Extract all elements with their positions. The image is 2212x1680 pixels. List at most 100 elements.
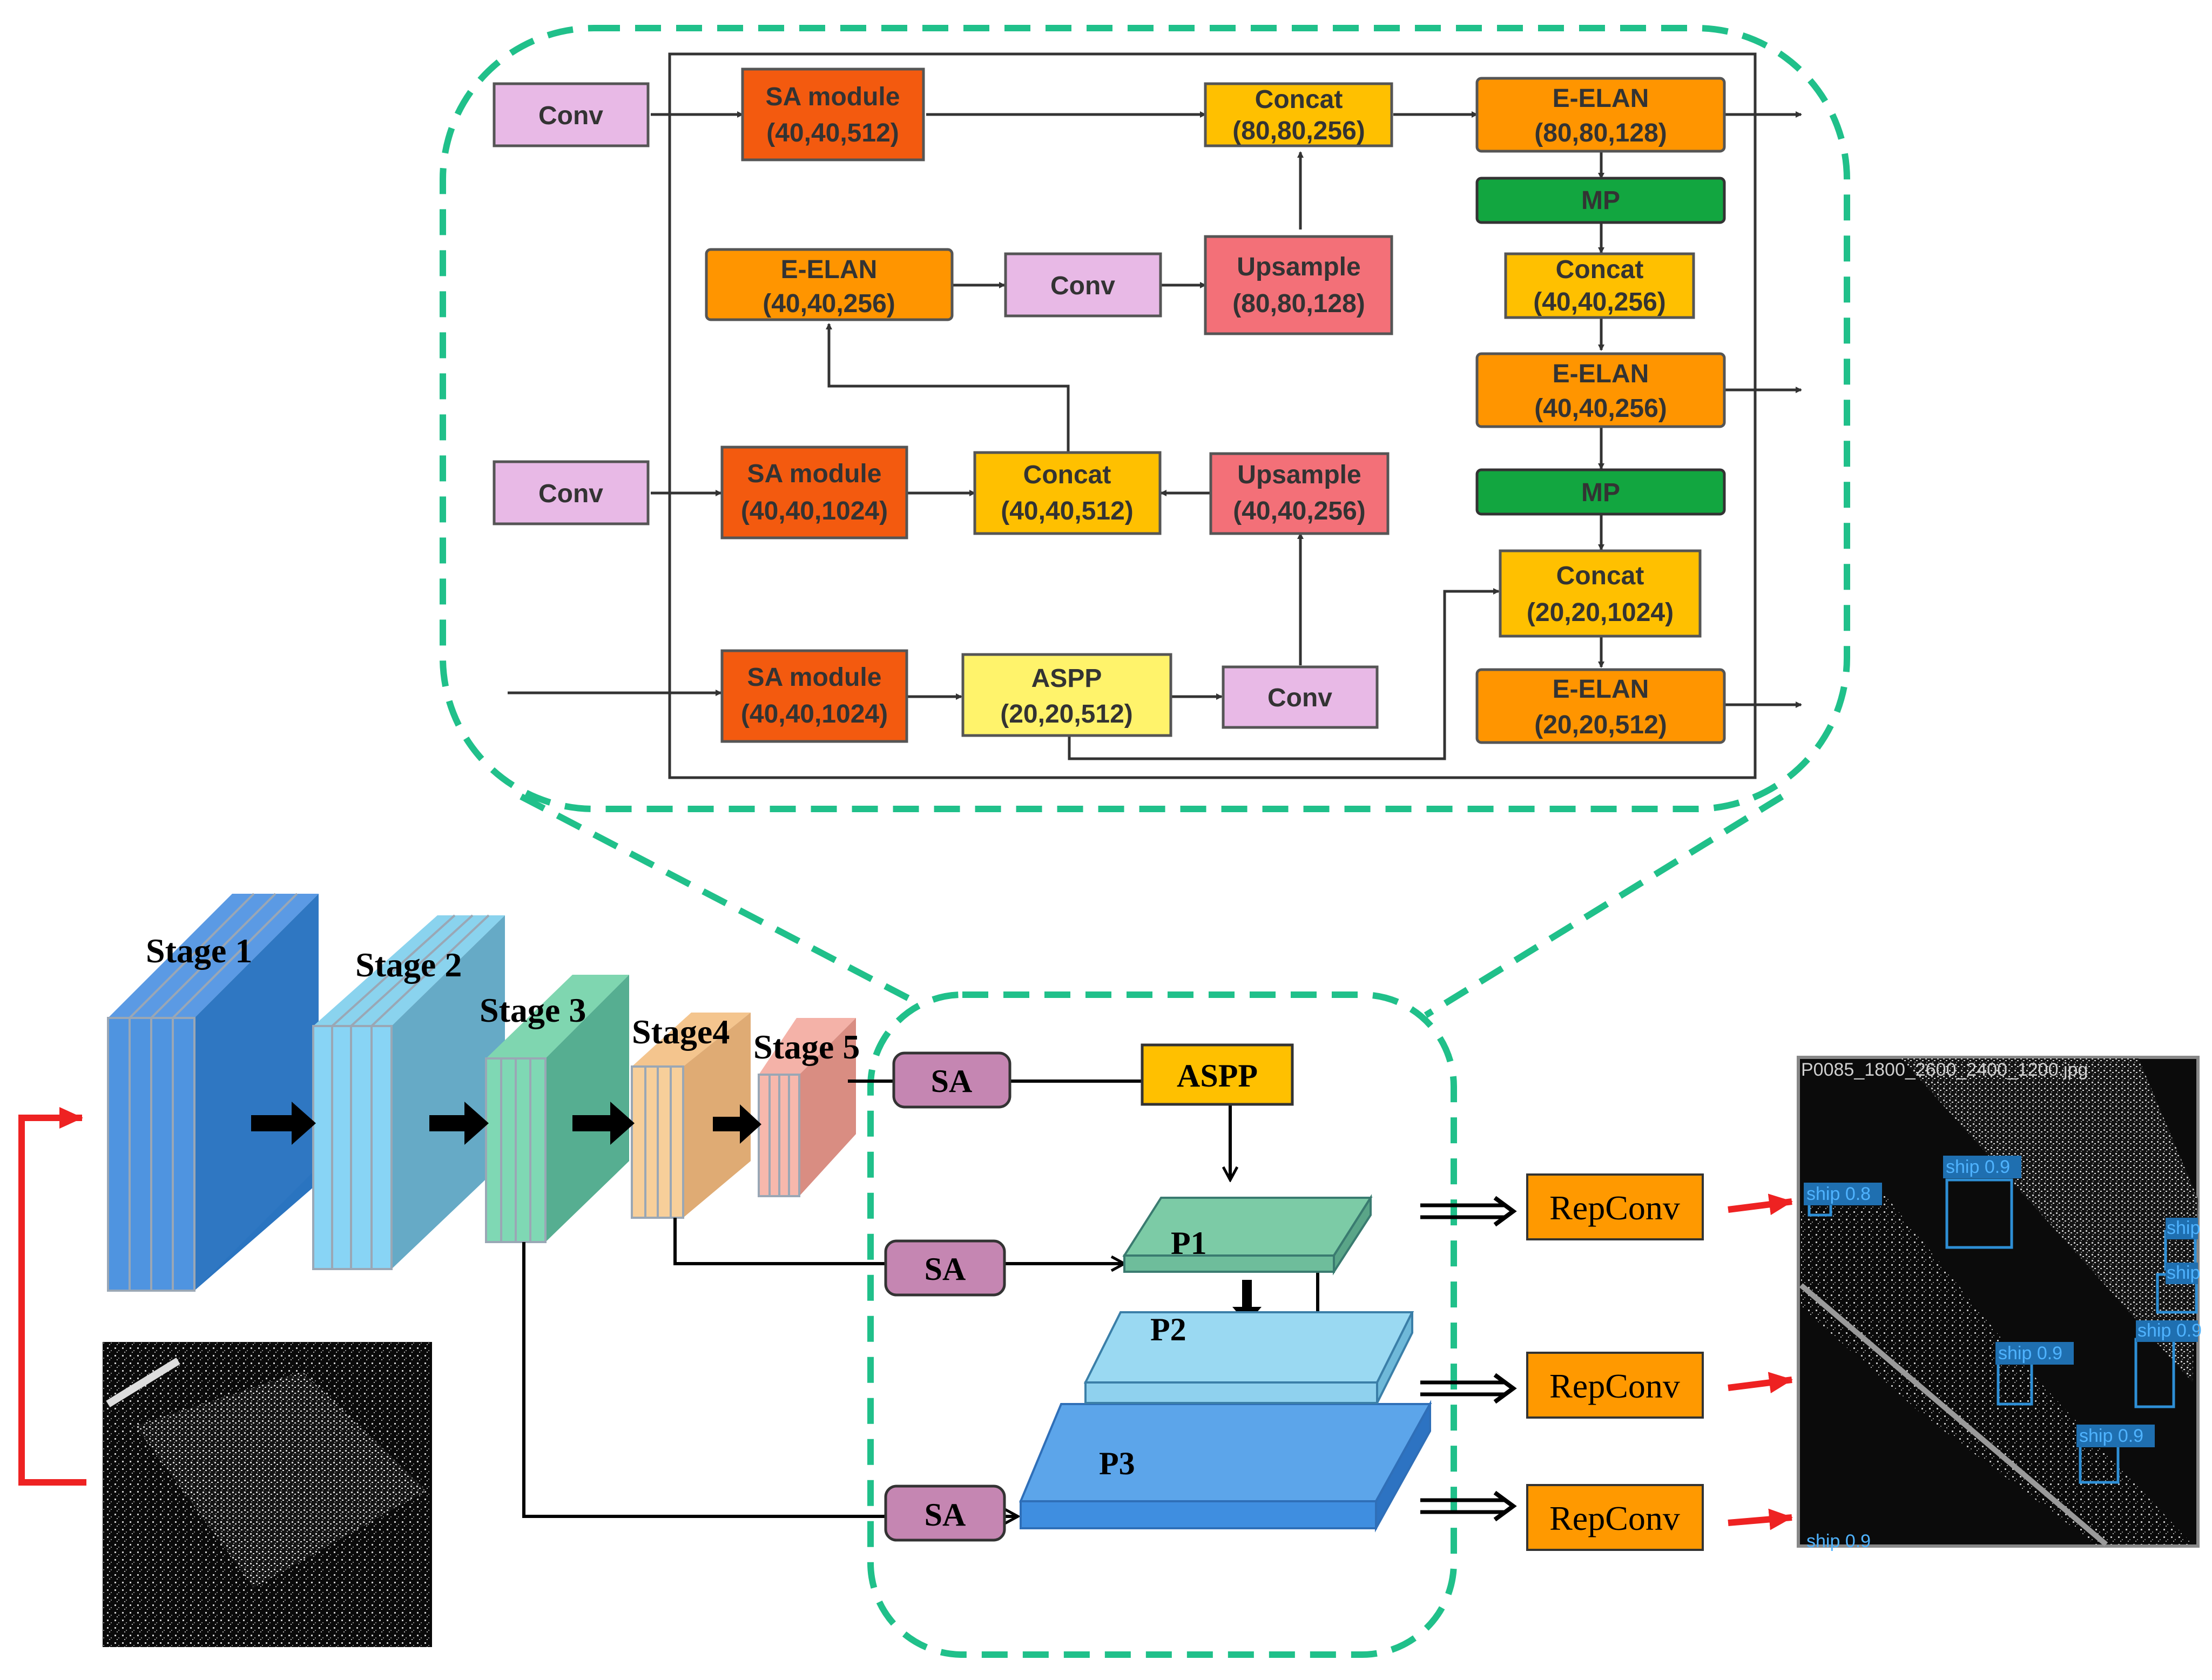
eelan-box-3: E-ELAN (40,40,256) <box>1475 352 1726 428</box>
stage-label-4: Stage4 <box>632 1013 730 1051</box>
stage-1-block <box>107 893 319 1292</box>
repconv-box-1: RepConv <box>1526 1173 1704 1240</box>
aspp-title-top: ASPP <box>1031 664 1102 693</box>
stage-3-block <box>485 975 629 1243</box>
sa-module-title-2: SA module <box>747 460 882 488</box>
red-result-arrows <box>1728 1193 1793 1530</box>
sa-pill-2: SA <box>884 1239 1006 1297</box>
pyramid-p1 <box>1122 1194 1373 1276</box>
concat-title-2: Concat <box>1556 255 1644 284</box>
stage-5-block <box>758 1018 856 1197</box>
concat-title-4: Concat <box>1556 562 1644 590</box>
sa-module-dims-1: (40,40,512) <box>766 119 899 147</box>
upsample-box-2: Upsample (40,40,256) <box>1209 452 1390 535</box>
top-connections <box>508 111 1802 760</box>
stage-label-3: Stage 3 <box>480 991 586 1029</box>
sa-pill-label-1: SA <box>931 1063 973 1099</box>
mp-box-2: MP <box>1475 468 1726 516</box>
sa-pill-label-2: SA <box>925 1251 966 1287</box>
repconv-box-2: RepConv <box>1526 1352 1704 1419</box>
mp-box-1: MP <box>1475 177 1726 224</box>
repconv-label-1: RepConv <box>1549 1189 1680 1227</box>
sa-module-box-2: SA module (40,40,1024) <box>720 446 908 539</box>
double-arrows <box>1420 1196 1517 1522</box>
sa-module-box-1: SA module (40,40,512) <box>741 68 925 161</box>
result-filename: P0085_1800_2600_2400_1200.jpg <box>1801 1060 2088 1080</box>
top-dashed-panel <box>440 25 1850 812</box>
pyramid-label-p3: P3 <box>1099 1446 1135 1481</box>
detection-label-1: ship 0.8 <box>1806 1184 1871 1204</box>
sa-pill-label-3: SA <box>925 1497 966 1533</box>
stage-label-5: Stage 5 <box>753 1028 860 1066</box>
neck-dashed-region <box>867 991 1457 1658</box>
concat-dims-4: (20,20,1024) <box>1527 598 1674 627</box>
concat-box-1: Concat (80,80,256) <box>1204 82 1393 147</box>
conv-box-3: Conv <box>493 460 650 525</box>
eelan-dims-1: (80,80,128) <box>1534 119 1667 147</box>
concat-box-2: Concat (40,40,256) <box>1504 252 1695 319</box>
concat-title-3: Concat <box>1023 461 1111 489</box>
sa-module-dims-2: (40,40,1024) <box>741 497 888 525</box>
sa-module-title-1: SA module <box>766 83 900 111</box>
eelan-dims-3: (40,40,256) <box>1534 394 1667 423</box>
mp-label-1: MP <box>1581 186 1620 215</box>
pyramid-label-p2: P2 <box>1150 1312 1186 1347</box>
input-feedback-arrow <box>18 1107 86 1486</box>
input-image <box>103 1342 432 1647</box>
aspp-box-top: ASPP (20,20,512) <box>961 653 1172 737</box>
conv-label-4: Conv <box>1267 684 1332 712</box>
upsample-box-1: Upsample (80,80,128) <box>1204 235 1393 335</box>
stage-label-1: Stage 1 <box>146 932 252 970</box>
upsample-title-1: Upsample <box>1237 253 1360 281</box>
eelan-box-2: E-ELAN (40,40,256) <box>705 248 954 321</box>
conv-box-2: Conv <box>1004 252 1162 318</box>
eelan-title-3: E-ELAN <box>1553 360 1649 388</box>
sa-module-dims-3: (40,40,1024) <box>741 700 888 728</box>
detection-label-6: ship <box>2167 1263 2200 1283</box>
upsample-title-2: Upsample <box>1237 461 1361 489</box>
eelan-dims-2: (40,40,256) <box>763 289 895 318</box>
top-inner-frame <box>668 52 1757 779</box>
pyramid-p2 <box>1083 1311 1414 1404</box>
concat-dims-2: (40,40,256) <box>1533 288 1666 316</box>
detection-label-8: ship 0.9 <box>1806 1531 1871 1551</box>
conv-label-3: Conv <box>538 480 603 508</box>
concat-box-3: Concat (40,40,512) <box>973 451 1162 535</box>
eelan-title-4: E-ELAN <box>1553 675 1649 704</box>
repconv-label-2: RepConv <box>1549 1367 1680 1405</box>
concat-dims-1: (80,80,256) <box>1232 117 1365 145</box>
sa-module-box-3: SA module (40,40,1024) <box>720 649 908 743</box>
repconv-label-3: RepConv <box>1549 1499 1680 1537</box>
detection-label-2: ship 0.9 <box>1946 1157 2010 1177</box>
stage-label-2: Stage 2 <box>355 946 462 984</box>
aspp-label-bottom: ASPP <box>1177 1058 1258 1094</box>
detection-label-7: ship 0.9 <box>2137 1320 2202 1341</box>
eelan-title-1: E-ELAN <box>1553 84 1649 113</box>
aspp-dims-top: (20,20,512) <box>1000 700 1133 728</box>
conv-label-2: Conv <box>1050 272 1115 300</box>
conv-box-1: Conv <box>493 82 650 147</box>
conv-label-1: Conv <box>538 102 603 130</box>
concat-box-4: Concat (20,20,1024) <box>1499 549 1702 638</box>
concat-dims-3: (40,40,512) <box>1001 497 1134 525</box>
repconv-box-3: RepConv <box>1526 1484 1704 1551</box>
eelan-dims-4: (20,20,512) <box>1534 711 1667 739</box>
zoom-line-right <box>1424 793 1784 1018</box>
aspp-box-bottom: ASPP <box>1141 1043 1294 1106</box>
detection-result-image: P0085_1800_2600_2400_1200.jpg ship 0.8 s… <box>1797 1056 2202 1551</box>
concat-title-1: Concat <box>1255 85 1343 114</box>
pyramid-label-p1: P1 <box>1171 1225 1207 1261</box>
stage-arrows <box>251 1102 761 1145</box>
stage-2-block <box>312 914 505 1270</box>
sa-module-title-3: SA module <box>747 663 882 692</box>
sa-pill-3: SA <box>884 1485 1006 1542</box>
mp-label-2: MP <box>1581 478 1620 507</box>
stage-4-block <box>631 1013 751 1219</box>
upsample-dims-2: (40,40,256) <box>1233 497 1366 525</box>
zoom-line-left <box>520 793 912 1002</box>
eelan-title-2: E-ELAN <box>781 255 878 284</box>
sa-pill-1: SA <box>892 1051 1011 1109</box>
conv-box-4: Conv <box>1222 665 1379 729</box>
eelan-box-4: E-ELAN (20,20,512) <box>1475 668 1726 744</box>
